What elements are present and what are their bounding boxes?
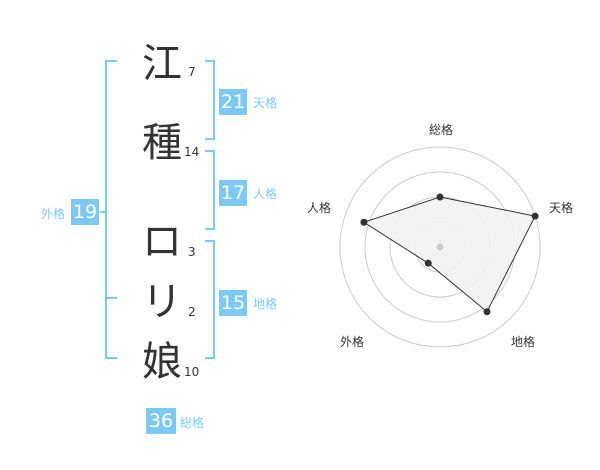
chi-value-badge: 15 xyxy=(219,290,247,316)
name-char-2: 種 xyxy=(142,120,182,166)
outer-bracket-top xyxy=(105,60,117,62)
gai-value-badge: 19 xyxy=(71,199,99,225)
radar-label-gai: 外格 xyxy=(340,335,365,349)
outer-bracket-tick xyxy=(100,211,106,213)
radar-ring-4 xyxy=(339,146,541,348)
ten-label: 天格 xyxy=(253,96,278,110)
radar-point-4 xyxy=(424,259,432,267)
radar-point-2 xyxy=(531,212,539,220)
name-char-4: リ xyxy=(142,279,182,325)
radar-point-5 xyxy=(360,218,368,226)
name-char-5: 娘 xyxy=(142,339,182,385)
chi-bracket xyxy=(213,240,215,359)
jin-value-badge: 17 xyxy=(219,180,247,206)
outer-bracket xyxy=(105,60,107,359)
so-label: 総格 xyxy=(180,416,205,430)
ten-value-badge: 21 xyxy=(219,89,247,115)
radar-point-1 xyxy=(436,193,444,201)
stroke-count-5: 10 xyxy=(184,365,200,379)
radar-polygon xyxy=(362,196,536,313)
stroke-count-3: 3 xyxy=(188,245,196,259)
radar-label-ten: 天格 xyxy=(549,201,574,215)
radar-label-chi: 地格 xyxy=(511,335,536,349)
jin-bracket xyxy=(213,150,215,230)
name-char-1: 江 xyxy=(142,41,182,87)
name-char-3: ロ xyxy=(142,219,182,265)
chi-label: 地格 xyxy=(253,297,278,311)
jin-label: 人格 xyxy=(253,187,278,201)
so-value-badge: 36 xyxy=(146,408,176,434)
outer-bracket-bottom xyxy=(105,357,117,359)
stroke-count-1: 7 xyxy=(188,65,196,79)
ten-bracket xyxy=(213,60,215,140)
stroke-count-4: 2 xyxy=(188,305,196,319)
outer-bracket-mid xyxy=(105,297,117,299)
gai-label: 外格 xyxy=(41,207,66,221)
radar-label-jin: 人格 xyxy=(307,201,332,215)
radar-label-so: 総格 xyxy=(429,123,454,137)
radar-center xyxy=(436,243,444,251)
radar-point-3 xyxy=(483,308,491,316)
stroke-count-2: 14 xyxy=(184,145,200,159)
